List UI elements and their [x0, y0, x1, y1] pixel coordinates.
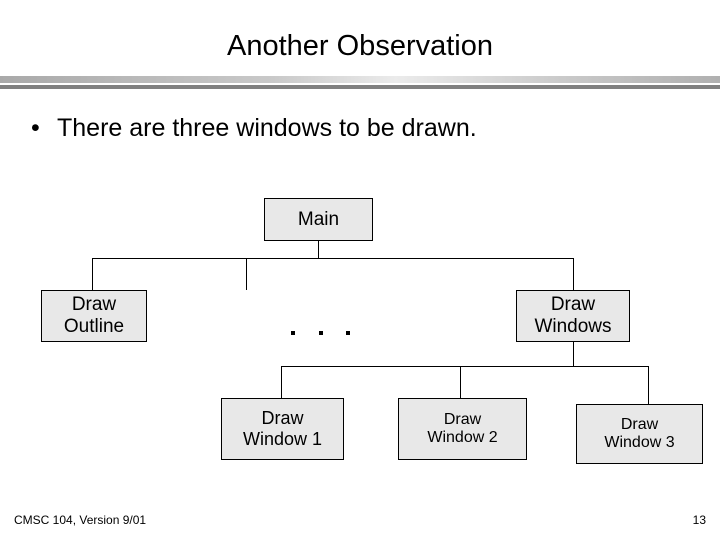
edge-drop-window-3	[648, 366, 649, 404]
node-draw-window-1[interactable]: Draw Window 1	[221, 398, 344, 460]
edge-main-stem	[318, 241, 319, 259]
title-divider-line	[0, 85, 720, 89]
title-divider-gradient	[0, 76, 720, 83]
bullet-marker-icon: •	[31, 114, 40, 142]
title-divider-gap	[0, 83, 720, 85]
node-draw-windows[interactable]: Draw Windows	[516, 290, 630, 342]
edge-draw-windows-stem	[573, 342, 574, 366]
bullet-text: There are three windows to be drawn.	[57, 114, 477, 142]
edge-drop-window-2	[460, 366, 461, 398]
node-main[interactable]: Main	[264, 198, 373, 241]
ellipsis-dot-3	[346, 331, 350, 335]
bullet-item: • There are three windows to be drawn.	[31, 114, 691, 143]
node-draw-window-2[interactable]: Draw Window 2	[398, 398, 527, 460]
edge-level2-bus	[281, 366, 648, 367]
edge-drop-draw-windows	[573, 258, 574, 290]
edge-drop-draw-outline	[92, 258, 93, 290]
title-divider	[0, 76, 720, 90]
edge-drop-ellipsis	[246, 258, 247, 290]
ellipsis-dot-2	[319, 331, 323, 335]
footer-page-number: 13	[692, 513, 706, 527]
edge-level1-bus	[92, 258, 574, 259]
footer-course-label: CMSC 104, Version 9/01	[14, 513, 147, 527]
node-draw-window-3[interactable]: Draw Window 3	[576, 404, 703, 464]
node-draw-outline[interactable]: Draw Outline	[41, 290, 147, 342]
page-title: Another Observation	[227, 30, 493, 62]
ellipsis-dot-1	[291, 331, 295, 335]
edge-drop-window-1	[281, 366, 282, 398]
